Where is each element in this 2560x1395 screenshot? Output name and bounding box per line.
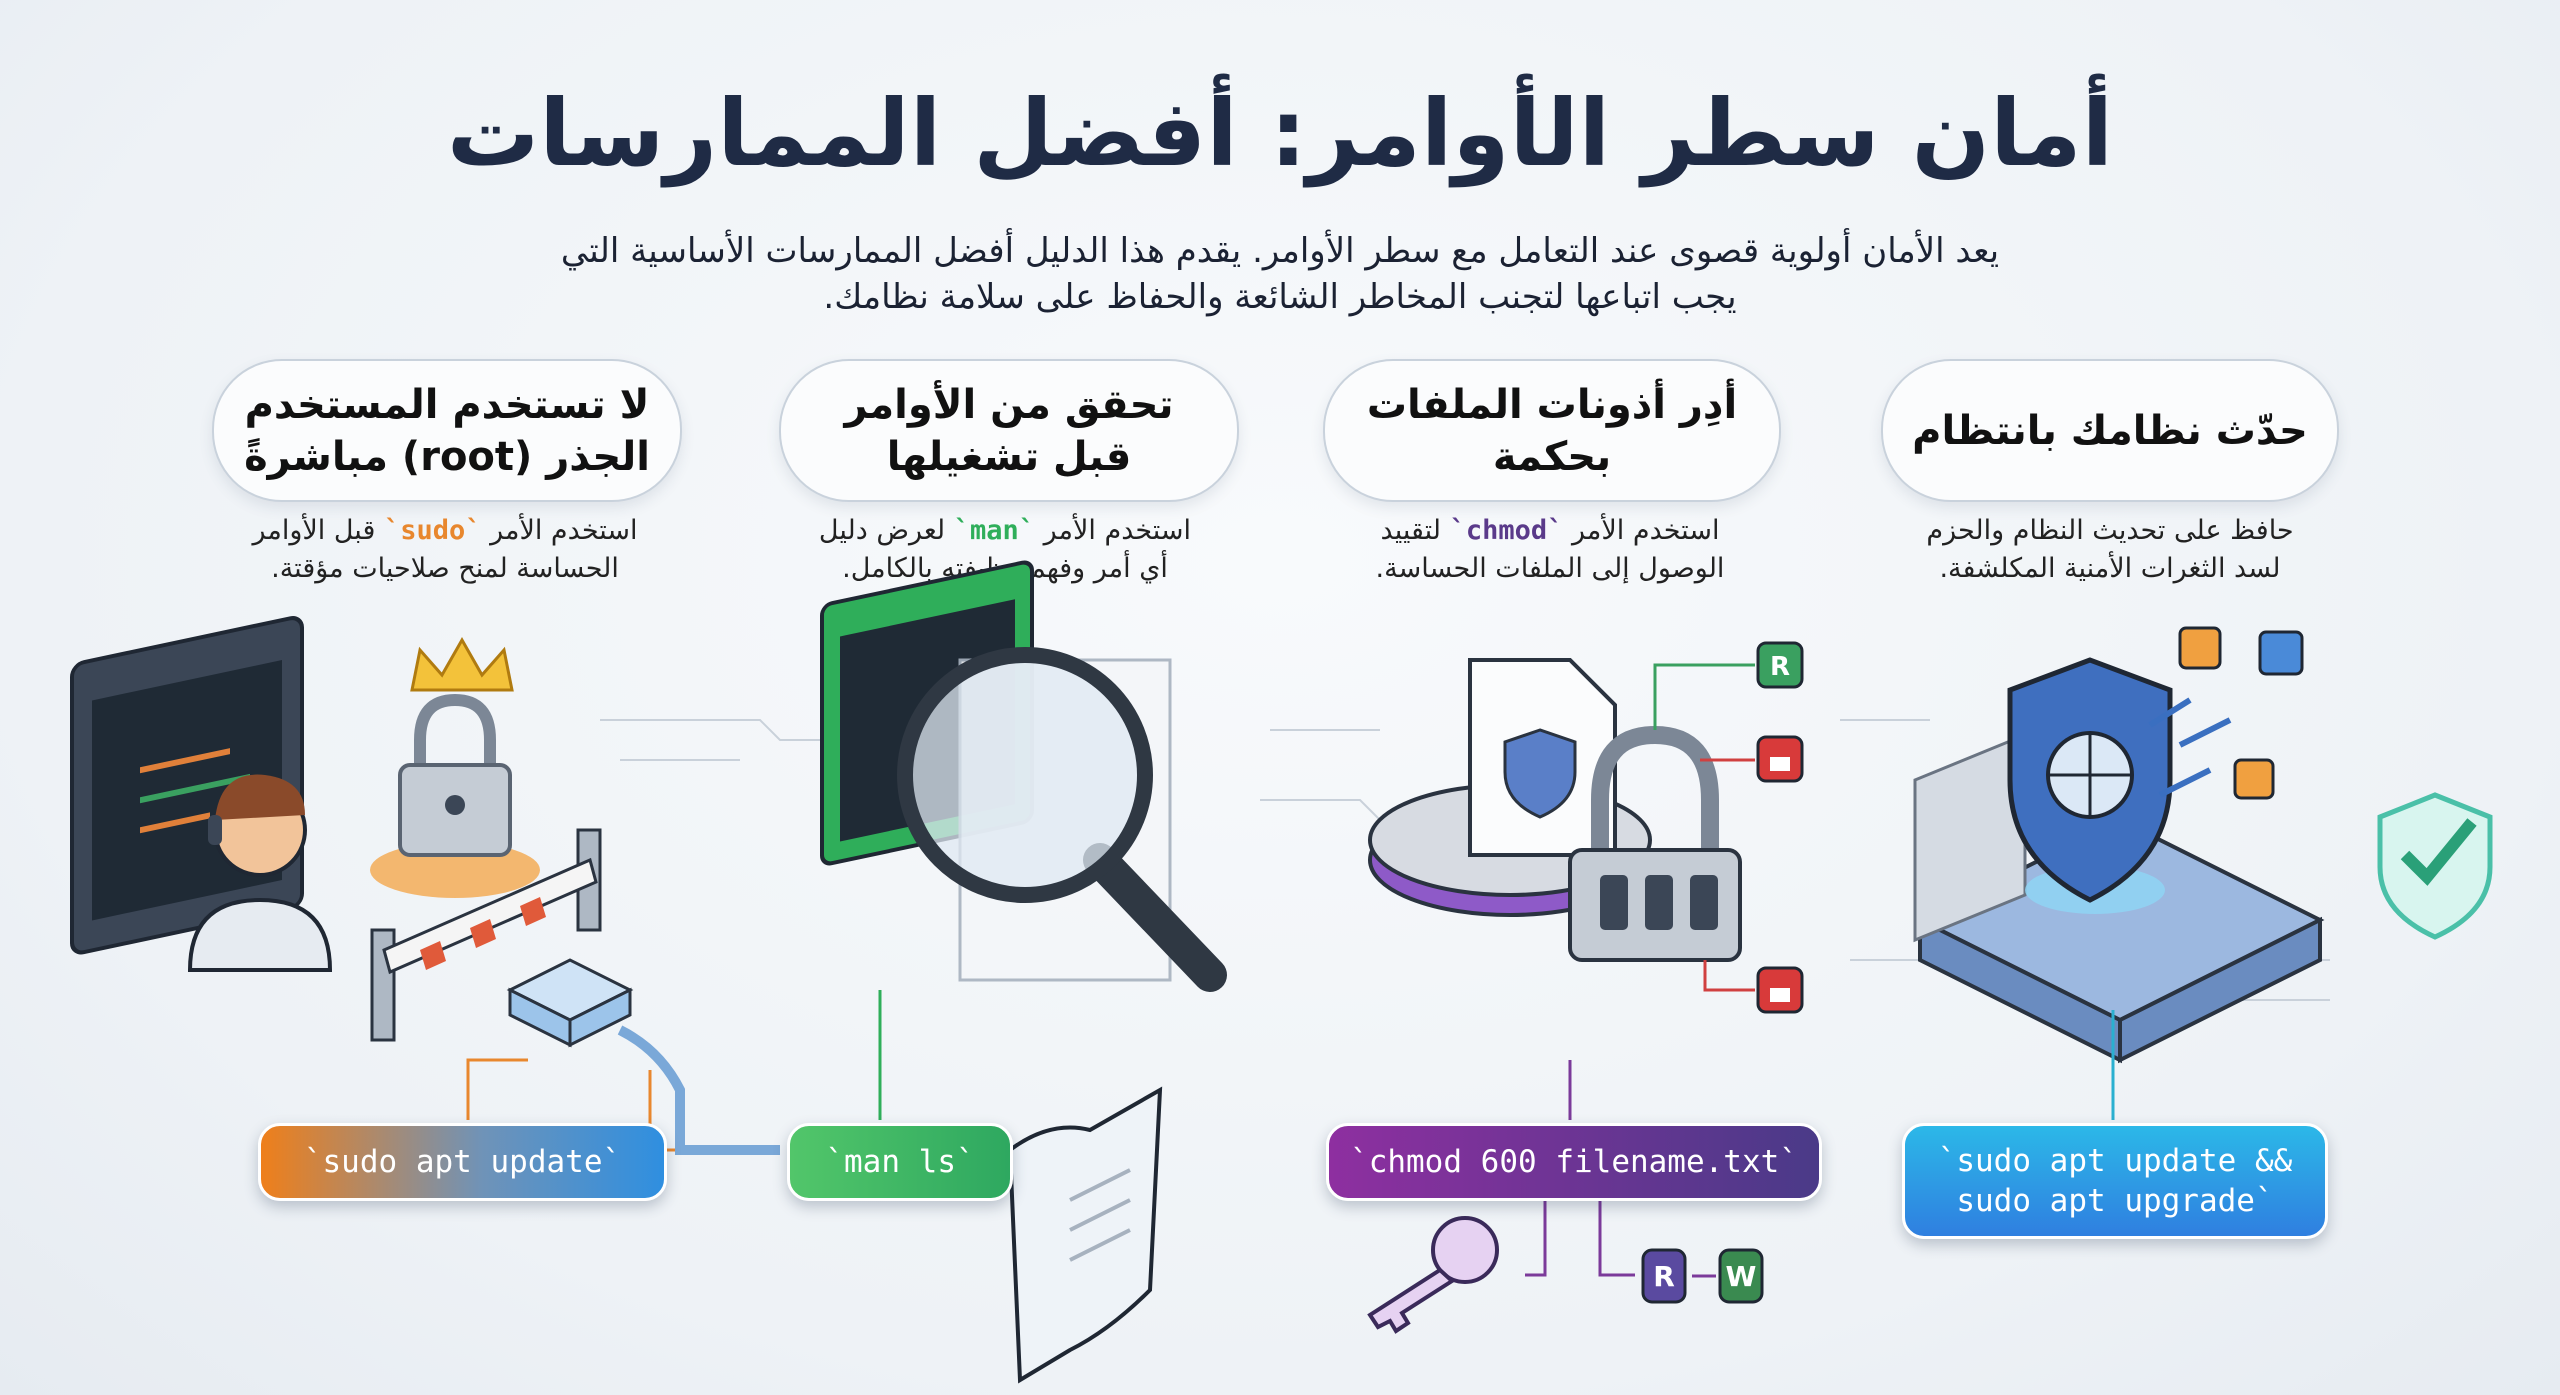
router-lock-icon: [466, 958, 780, 1155]
key-icon: [1367, 1216, 1499, 1334]
card-heading: حدّث نظامك بانتظام: [1912, 407, 2308, 454]
desc-text: استخدم الأمر: [1563, 515, 1720, 546]
page-title: أمان سطر الأوامر: أفضل الممارسات: [446, 80, 2114, 187]
inline-command: `man`: [953, 515, 1036, 546]
inline-command: `chmod`: [1449, 515, 1564, 546]
command-chmod: `chmod 600 filename.txt`: [1326, 1123, 1822, 1201]
card-avoid-root: لا تستخدم المستخدم الجذر (root) مباشرةً: [212, 359, 682, 502]
user-headset-icon: [187, 774, 333, 972]
desc-text: لعرض دليل: [818, 515, 954, 546]
card-update-system: حدّث نظامك بانتظام: [1881, 359, 2339, 502]
lock-badge-icon: [1756, 966, 1804, 1014]
card-heading: لا تستخدم المستخدم: [244, 381, 650, 428]
subtitle-line-1: يعد الأمان أولوية قصوى عند التعامل مع سط…: [560, 231, 2000, 271]
card-heading: تحقق من الأوامر: [844, 381, 1174, 428]
card-heading: الجذر (root) مباشرةً: [244, 433, 650, 480]
desc-line: لسد الثغرات الأمنية المكلشفة.: [1939, 553, 2281, 584]
desc-file-permissions: استخدم الأمر `chmod` لتقييد الوصول إلى ا…: [1290, 512, 1810, 588]
padlock-icon: [370, 693, 540, 898]
globe-shield-icon: [2007, 657, 2173, 914]
card-heading: قبل تشغيلها: [886, 433, 1132, 480]
desc-line: الوصول إلى الملفات الحساسة.: [1375, 553, 1725, 584]
desc-text: لتقييد: [1380, 515, 1450, 546]
desc-text: قبل الأوامر: [252, 515, 384, 546]
check-shield-icon: [2377, 792, 2493, 940]
card-verify-commands: تحقق من الأوامر قبل تشغيلها: [779, 359, 1239, 502]
command-man-ls: `man ls`: [787, 1123, 1013, 1201]
command-update-upgrade: `sudo apt update && sudo apt upgrade`: [1902, 1123, 2328, 1239]
svg-text:W: W: [1726, 1260, 1757, 1293]
subtitle-line-2: يجب اتباعها لتجنب المخاطر الشائعة والحفا…: [823, 277, 1737, 317]
card-heading: أدِر أذونات الملفات: [1366, 381, 1738, 428]
desc-text: استخدم الأمر: [1035, 515, 1192, 546]
update-tiles: [2148, 626, 2304, 800]
crown-icon: [410, 636, 514, 692]
permission-connectors: [1525, 663, 1755, 1277]
badge-r-green: R: [1756, 641, 1804, 689]
page-subtitle: يعد الأمان أولوية قصوى عند التعامل مع سط…: [500, 228, 2060, 320]
svg-text:R: R: [1770, 652, 1790, 682]
combination-lock-icon: [1568, 725, 1742, 962]
inline-command: `sudo`: [383, 515, 482, 546]
firewall-icon: [1913, 732, 2325, 1064]
desc-line: الحساسة لمنح صلاحيات مؤقتة.: [271, 553, 619, 584]
desc-text: استخدم الأمر: [481, 515, 638, 546]
magnifier-icon: [897, 647, 1227, 992]
card-heading: بحكمة: [1492, 433, 1612, 480]
lock-badge-icon: [1756, 735, 1804, 783]
desc-line: حافظ على تحديث النظام والحزم: [1926, 515, 2294, 546]
badge-r-purple: R: [1641, 1248, 1687, 1304]
desc-avoid-root: استخدم الأمر `sudo` قبل الأوامر الحساسة …: [185, 512, 705, 588]
badge-w-green: W: [1718, 1248, 1764, 1304]
command-sudo-apt-update: `sudo apt update`: [258, 1123, 667, 1201]
scroll-icon: [1007, 1086, 1163, 1384]
card-file-permissions: أدِر أذونات الملفات بحكمة: [1323, 359, 1781, 502]
desc-update-system: حافظ على تحديث النظام والحزم لسد الثغرات…: [1850, 512, 2370, 588]
svg-text:R: R: [1653, 1260, 1675, 1293]
barrier-icon: [370, 828, 602, 1042]
